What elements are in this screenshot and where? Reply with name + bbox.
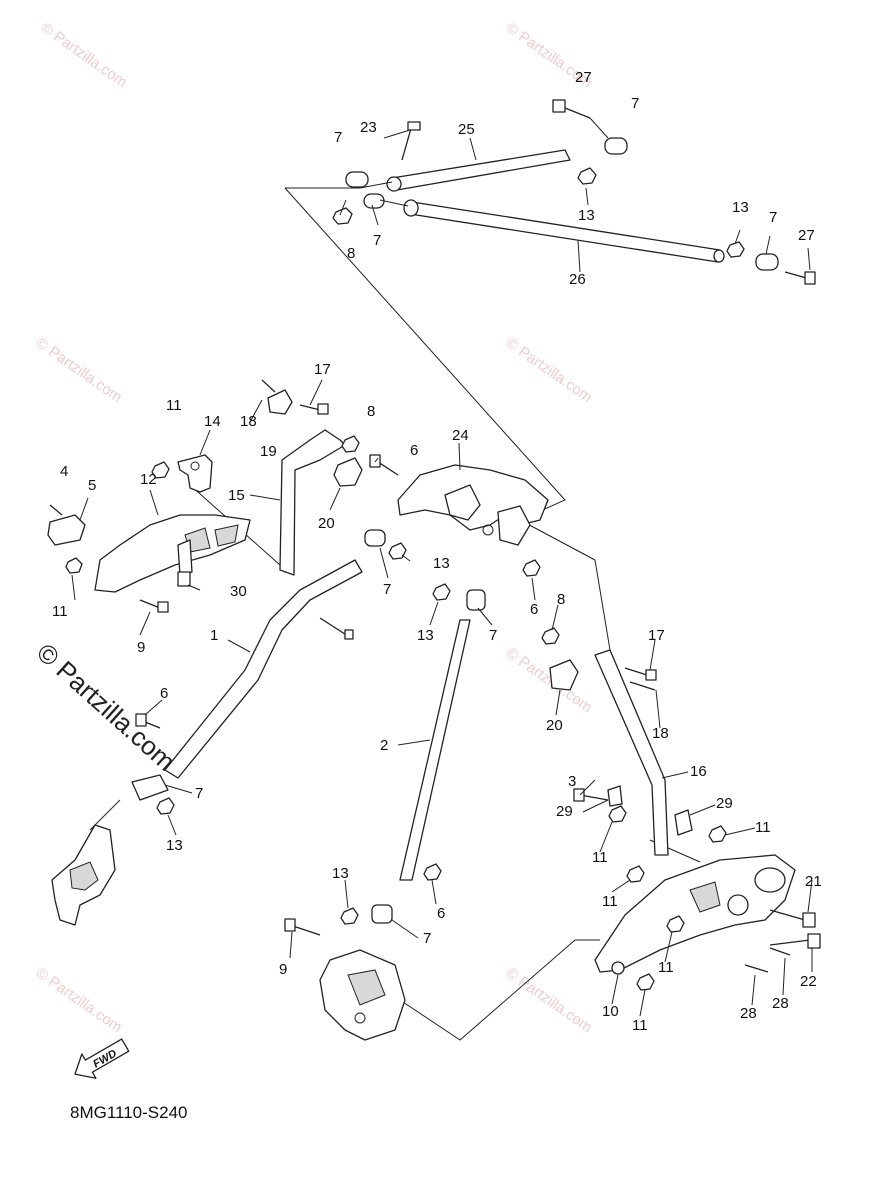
callout-11: 11 <box>602 893 618 910</box>
reference-lines <box>89 187 701 1041</box>
callout-24: 24 <box>452 427 469 444</box>
bracket-right <box>594 854 796 973</box>
callout-5: 5 <box>88 477 96 494</box>
callout-16: 16 <box>690 763 707 780</box>
main-pipe-1 <box>131 529 407 815</box>
callout-7: 7 <box>373 232 381 249</box>
callout-13: 13 <box>417 627 434 644</box>
callout-6: 6 <box>530 601 538 618</box>
left-bracket <box>47 454 251 613</box>
callout-17: 17 <box>314 361 331 378</box>
callout-11: 11 <box>632 1017 648 1034</box>
callout-28: 28 <box>772 995 789 1012</box>
callout-4: 4 <box>60 463 68 480</box>
stay-15 <box>279 429 346 576</box>
callout-13: 13 <box>166 837 183 854</box>
callout-11: 11 <box>52 603 68 620</box>
callout-23: 23 <box>360 119 377 136</box>
callout-18: 18 <box>240 413 257 430</box>
callout-11: 11 <box>166 397 182 414</box>
callout-7: 7 <box>631 95 639 112</box>
watermark: © Partzilla.com <box>33 334 126 406</box>
callout-7: 7 <box>383 581 391 598</box>
diagram-code: 8MG1110-S240 <box>70 1103 188 1122</box>
callouts: 1 2 3 4 5 6 6 6 6 7 7 7 7 7 7 7 7 8 8 8 … <box>52 69 822 1034</box>
callout-20: 20 <box>318 515 335 532</box>
callout-8: 8 <box>367 403 375 420</box>
bracket-14 <box>177 454 213 493</box>
leader-lines <box>71 129 813 1017</box>
callout-13: 13 <box>732 199 749 216</box>
callout-14: 14 <box>204 413 221 430</box>
callout-9: 9 <box>279 961 287 978</box>
callout-20: 20 <box>546 717 563 734</box>
callout-6: 6 <box>437 905 445 922</box>
callout-13: 13 <box>578 207 595 224</box>
right-lower-bracket <box>594 854 821 991</box>
callout-27: 27 <box>575 69 592 86</box>
callout-12: 12 <box>140 471 157 488</box>
callout-7: 7 <box>195 785 203 802</box>
callout-25: 25 <box>458 121 475 138</box>
left-stay <box>261 379 363 576</box>
callout-3: 3 <box>568 773 576 790</box>
callout-7: 7 <box>334 129 342 146</box>
callout-6: 6 <box>160 685 168 702</box>
fwd-arrow: FWD <box>74 1038 130 1079</box>
callout-22: 22 <box>800 973 817 990</box>
callout-13: 13 <box>433 555 450 572</box>
callout-6: 6 <box>410 442 418 459</box>
watermark: © Partzilla.com <box>503 644 596 716</box>
watermark-main: © Partzilla.com <box>31 637 181 777</box>
pipe-1 <box>164 559 363 779</box>
callout-26: 26 <box>569 271 586 288</box>
callout-7: 7 <box>489 627 497 644</box>
callout-8: 8 <box>347 245 355 262</box>
rod-25 <box>391 149 571 191</box>
callout-11: 11 <box>755 819 771 836</box>
rod-26 <box>409 201 721 263</box>
callout-1: 1 <box>210 627 218 644</box>
callout-8: 8 <box>557 591 565 608</box>
callout-29: 29 <box>556 803 573 820</box>
callout-28: 28 <box>740 1005 757 1022</box>
callout-7: 7 <box>769 209 777 226</box>
lower-left-mount <box>51 824 116 926</box>
fwd-label: FWD <box>91 1048 119 1071</box>
callout-10: 10 <box>602 1003 619 1020</box>
callout-13: 13 <box>332 865 349 882</box>
pipe-2 <box>399 619 471 881</box>
callout-2: 2 <box>380 737 388 754</box>
callout-30: 30 <box>230 583 247 600</box>
callout-21: 21 <box>805 873 822 890</box>
callout-18: 18 <box>652 725 669 742</box>
watermark: © Partzilla.com <box>503 334 596 406</box>
callout-29: 29 <box>716 795 733 812</box>
watermark: © Partzilla.com <box>33 964 126 1036</box>
upper-rods <box>332 99 816 285</box>
callout-9: 9 <box>137 639 145 656</box>
stay-16 <box>594 649 669 856</box>
callout-7: 7 <box>423 930 431 947</box>
callout-11: 11 <box>658 959 674 976</box>
callout-15: 15 <box>228 487 245 504</box>
right-stay-16 <box>541 627 727 856</box>
center-pipe-2 <box>284 583 486 936</box>
center-stay-24 <box>369 454 549 577</box>
callout-11: 11 <box>592 849 608 866</box>
callout-19: 19 <box>260 443 277 460</box>
callout-27: 27 <box>798 227 815 244</box>
watermark: © Partzilla.com <box>38 19 131 91</box>
lower-center-mount <box>319 949 406 1041</box>
watermark: © Partzilla.com <box>503 964 596 1036</box>
bracket-12 <box>94 514 251 593</box>
callout-17: 17 <box>648 627 665 644</box>
